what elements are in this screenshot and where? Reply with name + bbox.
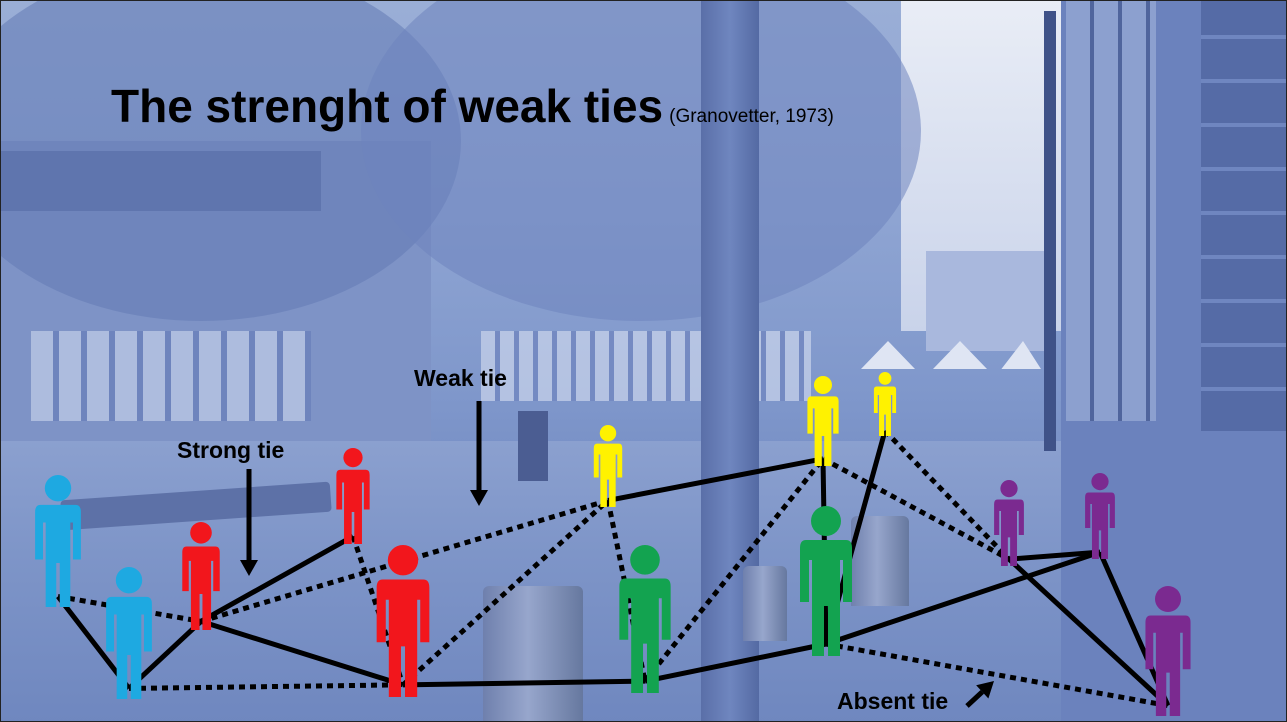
bollard bbox=[483, 586, 583, 721]
trash-bin bbox=[518, 411, 548, 481]
person-head bbox=[387, 545, 419, 576]
person-head bbox=[599, 425, 617, 442]
person-body bbox=[182, 546, 220, 630]
strong-tie-line bbox=[607, 456, 824, 503]
person-blue-b bbox=[106, 567, 152, 699]
strong-tie-line bbox=[644, 641, 827, 684]
arrows-layer bbox=[240, 401, 994, 708]
person-head bbox=[878, 372, 892, 385]
person-head bbox=[1091, 473, 1109, 491]
strong-tie-label: Strong tie bbox=[177, 437, 285, 463]
person-purple-a bbox=[994, 480, 1024, 566]
person-head bbox=[630, 545, 660, 575]
arrow-shaft bbox=[965, 690, 984, 708]
person-yellow-b bbox=[807, 376, 839, 466]
strong-tie-arrow bbox=[240, 469, 258, 576]
lamp-post bbox=[1044, 11, 1056, 451]
person-body bbox=[376, 579, 430, 697]
title-main: The strenght of weak ties bbox=[111, 80, 664, 132]
person-head bbox=[190, 522, 212, 544]
person-yellow-c bbox=[873, 372, 897, 436]
absent-tie-label: Absent tie bbox=[837, 688, 949, 714]
person-body bbox=[619, 578, 671, 693]
absent-tie-arrow bbox=[965, 681, 994, 708]
person-yellow-a bbox=[593, 425, 623, 507]
weak-tie-arrow bbox=[470, 401, 488, 506]
weak-tie-line bbox=[128, 682, 404, 691]
building-windows bbox=[31, 331, 311, 421]
person-body bbox=[1085, 492, 1115, 559]
person-red-b bbox=[336, 448, 370, 544]
person-body bbox=[593, 443, 623, 507]
people-layer bbox=[35, 372, 1191, 716]
wood-panel bbox=[1201, 1, 1286, 431]
bollard bbox=[851, 516, 909, 606]
weak-tie-line bbox=[643, 457, 825, 683]
person-head bbox=[811, 506, 841, 536]
person-body bbox=[994, 499, 1024, 566]
person-red-a bbox=[182, 522, 220, 630]
person-blue-a bbox=[35, 475, 81, 607]
person-head bbox=[1155, 586, 1181, 612]
person-green-a bbox=[619, 545, 671, 693]
glass-facade bbox=[1066, 1, 1156, 421]
strong-tie-line bbox=[402, 678, 646, 688]
weak-tie-line bbox=[883, 429, 1011, 561]
bollard bbox=[743, 566, 787, 641]
arrow-head bbox=[240, 560, 258, 576]
arrow-head bbox=[470, 490, 488, 506]
weak-tie-line bbox=[57, 593, 202, 624]
person-body bbox=[807, 396, 839, 466]
person-green-b bbox=[800, 506, 852, 656]
person-head bbox=[814, 376, 832, 394]
weak-tie-label: Weak tie bbox=[414, 365, 507, 391]
strong-tie-line bbox=[1008, 549, 1101, 562]
person-head bbox=[44, 475, 72, 502]
willow-tree bbox=[361, 1, 921, 321]
strong-tie-line bbox=[200, 618, 404, 688]
weak-tie-line bbox=[825, 641, 1169, 709]
person-body bbox=[1145, 615, 1191, 716]
weak-tie-line bbox=[401, 498, 610, 687]
person-head bbox=[115, 567, 143, 594]
person-body bbox=[35, 504, 81, 607]
person-body bbox=[336, 469, 370, 544]
person-head bbox=[343, 448, 363, 468]
strong-tie-line bbox=[825, 549, 1101, 647]
person-head bbox=[1000, 480, 1018, 498]
person-purple-c bbox=[1145, 586, 1191, 716]
person-body bbox=[873, 386, 897, 436]
person-body bbox=[800, 540, 852, 656]
strong-tie-line bbox=[199, 534, 355, 624]
far-building bbox=[926, 251, 1056, 351]
slide-title: The strenght of weak ties(Granovetter, 1… bbox=[111, 79, 834, 133]
person-body bbox=[106, 596, 152, 699]
strong-tie-line bbox=[1007, 557, 1170, 708]
title-citation: (Granovetter, 1973) bbox=[669, 106, 834, 127]
weak-tie-line bbox=[821, 456, 1011, 562]
arrow-head bbox=[976, 681, 994, 699]
person-red-c bbox=[376, 545, 430, 697]
person-purple-b bbox=[1085, 473, 1115, 559]
